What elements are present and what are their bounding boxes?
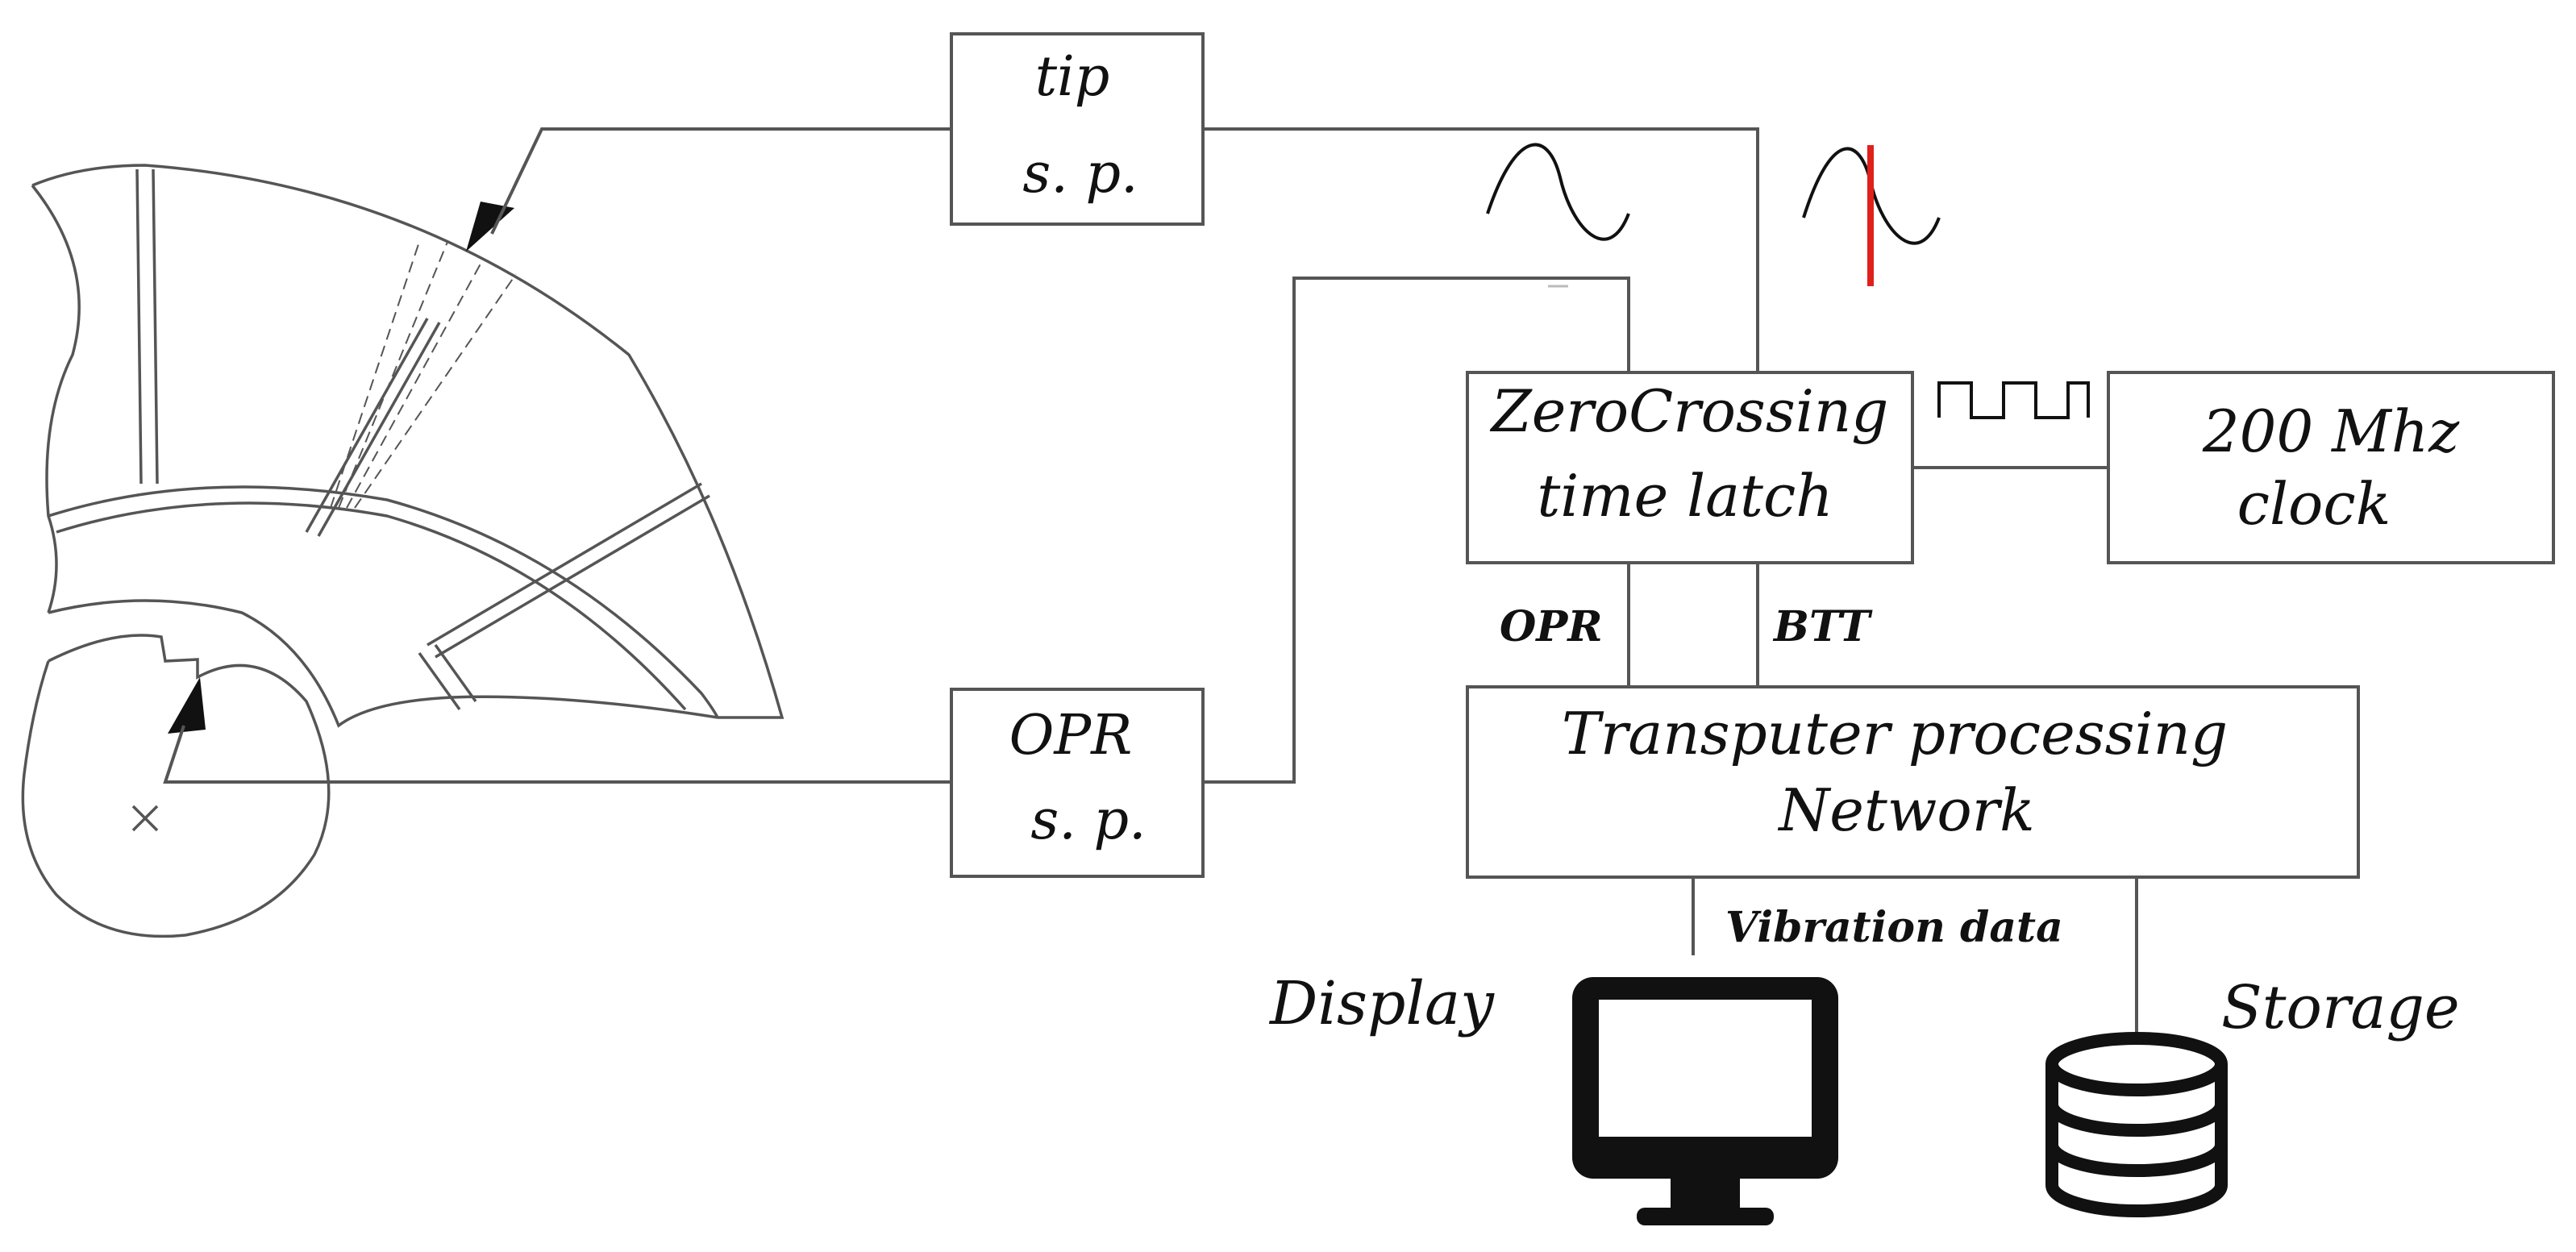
vibration-data-label: Vibration data [1725, 903, 2063, 952]
tip-probe-arrow-icon [466, 202, 514, 252]
zero-crossing-line2: time latch [1537, 462, 1833, 530]
connection-wires [163, 127, 2138, 1036]
opr-probe-arrow-icon [168, 677, 206, 734]
opr-sp-line1: OPR [1009, 704, 1133, 767]
clock-line2: clock [2237, 470, 2391, 538]
clock-line1: 200 Mhz [2202, 397, 2460, 465]
opr-sp-line2: s. p. [1030, 788, 1146, 852]
rotor-sketch [21, 164, 784, 938]
transputer-block: Transputer processing Network [1466, 685, 2360, 879]
tip-sp-block: tip s. p. [950, 32, 1205, 226]
display-label: Display [1268, 969, 1495, 1038]
opr-signal-label: OPR [1500, 602, 1603, 651]
zero-crossing-line1: ZeroCrossing [1490, 377, 1889, 445]
transputer-line2: Network [1777, 776, 2035, 844]
transputer-line1: Transputer processing [1562, 700, 2228, 767]
clock-square-wave-icon [1937, 381, 2090, 419]
btt-signal-label: BTT [1772, 602, 1873, 651]
clock-block: 200 Mhz clock [2107, 371, 2555, 564]
monitor-icon [1572, 977, 1838, 1225]
database-icon [2045, 1032, 2228, 1217]
opr-sine-wave-icon [1486, 143, 1630, 241]
opr-sp-block: OPR s. p. [950, 688, 1205, 878]
storage-label: Storage [2221, 973, 2460, 1042]
zero-crossing-block: ZeroCrossing time latch [1466, 371, 1914, 564]
tip-sp-line1: tip [1035, 45, 1110, 109]
tip-sp-line2: s. p. [1022, 142, 1138, 206]
